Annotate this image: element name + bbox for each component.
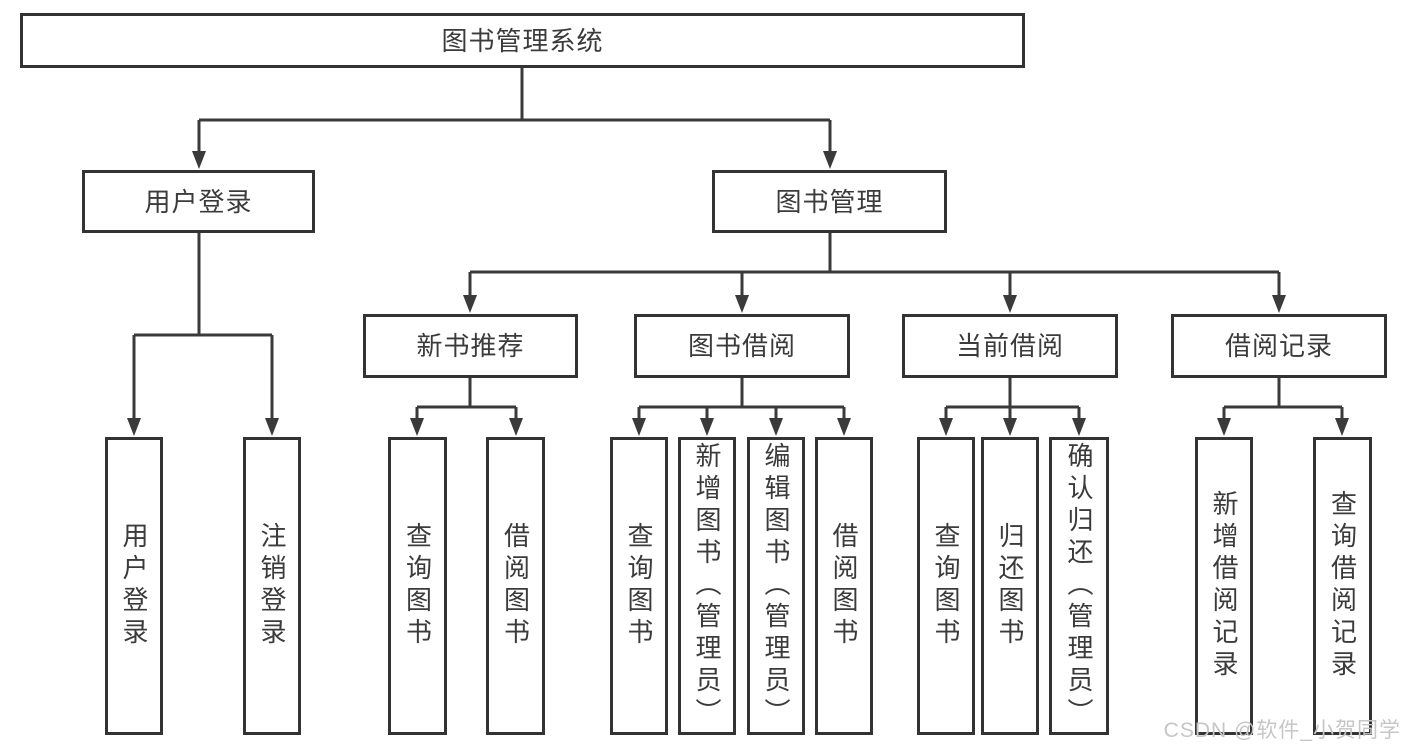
leaf-logout: 注销登录: [243, 437, 301, 735]
node-borrow-records: 借阅记录: [1171, 314, 1387, 378]
csdn-watermark: CSDN @软件_小贺同学: [1163, 719, 1401, 742]
leaf-br-query-record-label: 查询借阅记录: [1327, 490, 1358, 682]
connector-arrowheads: [127, 151, 1349, 436]
leaf-user-login: 用户登录: [105, 437, 163, 735]
leaf-br-add-record: 新增借阅记录: [1195, 437, 1253, 735]
leaf-cb-confirm-return-admin: 确认归还（管理员）: [1049, 437, 1109, 735]
leaf-bb-query-books: 查询图书: [610, 437, 668, 735]
node-user-login: 用户登录: [82, 170, 315, 233]
connector-stems: [132, 68, 1344, 420]
leaf-cb-query-books-label: 查询图书: [931, 522, 961, 650]
leaf-bb-add-books-admin: 新增图书（管理员）: [678, 437, 736, 735]
leaf-bb-edit-books-admin-label: 编辑图书（管理员）: [761, 442, 791, 730]
leaf-bb-add-books-admin-label: 新增图书（管理员）: [692, 442, 722, 730]
leaf-logout-label: 注销登录: [257, 522, 287, 650]
leaf-cb-return-books-label: 归还图书: [995, 522, 1025, 650]
node-current-borrow: 当前借阅: [902, 314, 1118, 378]
leaf-user-login-label: 用户登录: [119, 522, 149, 650]
leaf-br-query-record: 查询借阅记录: [1313, 437, 1372, 735]
node-book-management-label: 图书管理: [775, 186, 884, 217]
node-borrow-records-label: 借阅记录: [1224, 331, 1333, 361]
leaf-br-add-record-label: 新增借阅记录: [1209, 490, 1239, 682]
node-new-book-recommend: 新书推荐: [363, 314, 578, 378]
leaf-nb-borrow-books-label: 借阅图书: [500, 522, 531, 650]
leaf-bb-query-books-label: 查询图书: [624, 522, 654, 650]
leaf-nb-borrow-books: 借阅图书: [486, 437, 545, 735]
leaf-nb-query-books: 查询图书: [388, 437, 447, 735]
node-library-system: 图书管理系统: [20, 13, 1025, 68]
leaf-nb-query-books-label: 查询图书: [402, 522, 433, 650]
node-book-management: 图书管理: [712, 170, 947, 233]
node-book-borrow: 图书借阅: [634, 314, 850, 378]
node-user-login-label: 用户登录: [144, 186, 253, 217]
leaf-bb-borrow-books-label: 借阅图书: [829, 522, 859, 650]
leaf-cb-query-books: 查询图书: [917, 437, 975, 735]
leaf-bb-borrow-books: 借阅图书: [815, 437, 873, 735]
node-current-borrow-label: 当前借阅: [955, 331, 1064, 361]
node-library-system-label: 图书管理系统: [441, 25, 604, 56]
node-book-borrow-label: 图书借阅: [687, 331, 796, 361]
leaf-cb-confirm-return-admin-label: 确认归还（管理员）: [1064, 442, 1094, 730]
leaf-cb-return-books: 归还图书: [981, 437, 1039, 735]
node-new-book-recommend-label: 新书推荐: [416, 331, 525, 361]
leaf-bb-edit-books-admin: 编辑图书（管理员）: [747, 437, 805, 735]
